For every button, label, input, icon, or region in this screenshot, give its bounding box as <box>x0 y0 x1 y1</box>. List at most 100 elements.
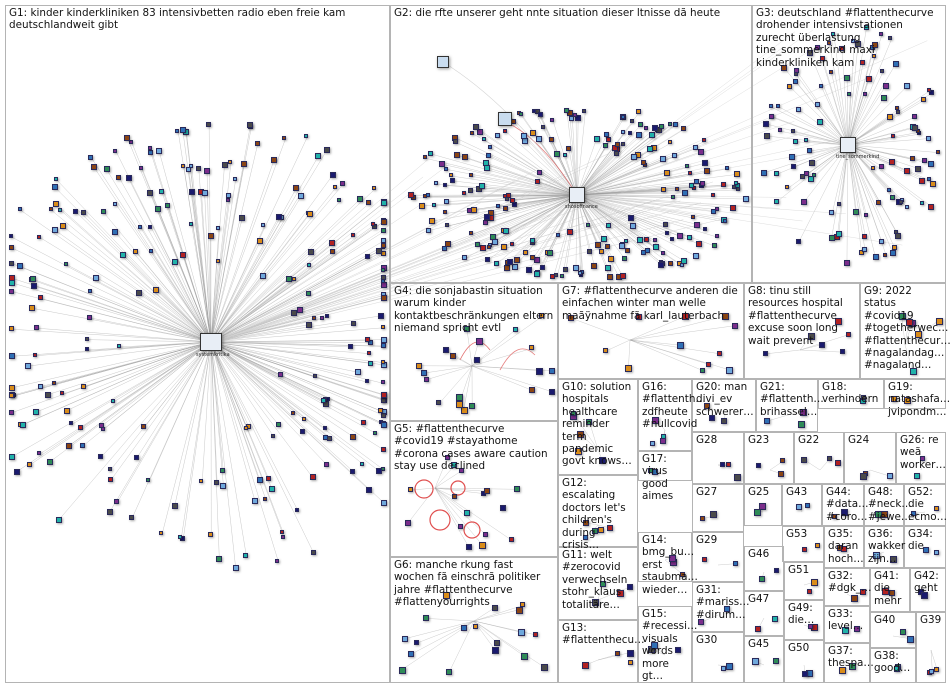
graph-node <box>644 248 650 254</box>
graph-node <box>818 83 823 88</box>
edge <box>484 139 578 196</box>
graph-node <box>720 181 726 187</box>
graph-node <box>368 360 374 366</box>
edge <box>573 414 599 451</box>
graph-node <box>635 313 642 320</box>
graph-node <box>423 155 428 160</box>
graph-node <box>159 530 164 535</box>
graph-node <box>817 118 824 125</box>
graph-node <box>732 560 738 566</box>
graph-node <box>77 425 83 431</box>
graph-node <box>502 205 508 211</box>
edge <box>210 201 425 344</box>
graph-node <box>710 193 715 198</box>
graph-node <box>793 78 799 84</box>
edge <box>434 487 487 536</box>
edge <box>210 341 314 553</box>
graph-node <box>329 239 336 246</box>
graph-node <box>764 418 771 425</box>
graph-node <box>911 124 918 131</box>
graph-node <box>371 186 376 191</box>
edge <box>210 139 286 343</box>
graph-node <box>819 55 825 61</box>
group-label: G8: tinu still resources hospital #flatt… <box>748 285 843 347</box>
edge <box>605 339 631 352</box>
graph-node <box>711 208 717 214</box>
graph-node <box>619 243 626 250</box>
graph-node <box>658 261 665 268</box>
graph-node <box>98 453 104 459</box>
graph-node <box>436 400 442 406</box>
graph-node <box>427 150 433 156</box>
graph-node <box>644 236 650 242</box>
graph-node <box>357 196 364 203</box>
graph-node <box>732 185 737 190</box>
edge <box>210 341 294 414</box>
edge <box>210 341 275 438</box>
edge <box>799 349 844 353</box>
edge <box>71 341 212 425</box>
graph-node <box>772 615 779 622</box>
graph-node <box>725 366 733 374</box>
graph-node <box>48 207 53 212</box>
graph-node <box>511 263 518 270</box>
edge <box>54 229 212 343</box>
graph-node <box>216 556 223 563</box>
edge <box>576 194 727 223</box>
graph-node <box>808 624 814 630</box>
graph-node <box>575 447 583 455</box>
edge <box>930 649 938 671</box>
edge <box>904 344 914 372</box>
edge <box>576 138 842 196</box>
group-label: G5: #flattenthecurve #covid19 #stayathom… <box>394 423 548 473</box>
edge <box>210 160 275 343</box>
edge <box>161 341 212 535</box>
graph-node <box>680 571 686 577</box>
graph-node <box>443 182 448 187</box>
graph-node <box>51 226 58 233</box>
graph-node <box>33 325 39 331</box>
graph-node <box>13 468 20 475</box>
edge <box>576 188 736 196</box>
graph-node <box>599 580 606 587</box>
edge <box>847 144 866 237</box>
edge <box>210 341 331 440</box>
edge <box>210 341 385 395</box>
edge <box>847 133 921 146</box>
graph-node <box>663 222 669 228</box>
graph-node <box>111 228 118 235</box>
graph-node <box>513 256 520 263</box>
graph-node <box>306 211 313 218</box>
graph-node <box>694 221 701 228</box>
graph-node <box>539 313 545 319</box>
edge <box>576 29 814 196</box>
graph-node <box>721 665 727 671</box>
edge <box>771 107 849 146</box>
group-box-g23: G23 <box>744 432 794 484</box>
edge <box>407 487 436 524</box>
edge <box>471 316 543 367</box>
edge <box>847 78 870 146</box>
edge <box>127 137 212 343</box>
edge <box>489 155 578 196</box>
graph-node <box>471 206 478 213</box>
edge <box>210 241 261 343</box>
graph-node <box>9 393 14 399</box>
graph-node <box>257 238 264 245</box>
edge <box>429 194 578 197</box>
graph-node <box>494 640 501 647</box>
graph-node <box>496 204 500 209</box>
graph-node <box>625 365 633 373</box>
edge <box>486 194 578 218</box>
graph-node <box>886 188 891 193</box>
edge <box>210 341 359 373</box>
graph-node <box>796 106 802 112</box>
edge <box>463 365 473 411</box>
graph-node <box>923 546 930 553</box>
edge <box>847 132 920 146</box>
graph-node <box>604 264 611 271</box>
edge <box>434 487 484 494</box>
edge <box>210 341 371 354</box>
graph-node <box>135 290 142 297</box>
graph-node <box>536 136 543 143</box>
